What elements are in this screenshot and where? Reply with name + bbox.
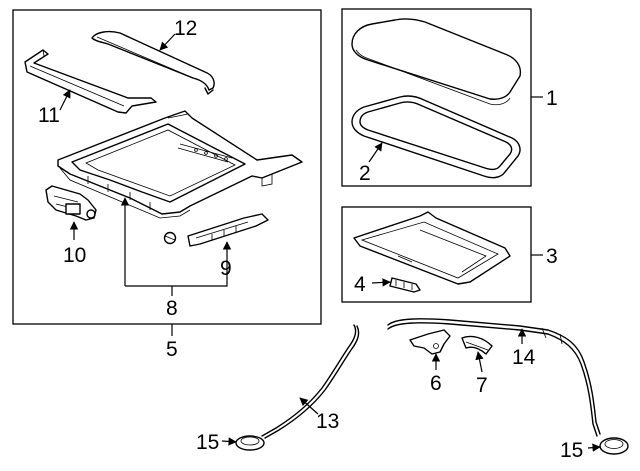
part-2-glass-seal[interactable] [351, 95, 521, 179]
callout-15-front: 15 [196, 431, 219, 454]
part-1-glass-panel[interactable] [351, 18, 522, 106]
callout-5: 5 [166, 338, 178, 361]
leader-2 [368, 142, 383, 163]
callout-12: 12 [174, 17, 197, 40]
leader-12 [159, 33, 176, 51]
part-6-bracket[interactable] [409, 329, 451, 355]
callout-2: 2 [359, 162, 371, 185]
part-3-sunshade[interactable] [353, 211, 511, 285]
part-14-drain-hose[interactable] [387, 318, 601, 437]
leader-15a [221, 437, 237, 446]
part-8-sunroof-frame[interactable] [57, 110, 303, 219]
part-4-handle[interactable] [389, 277, 421, 293]
part-11-wind-deflector[interactable] [24, 49, 157, 114]
part-12-rear-rail[interactable] [91, 30, 215, 95]
part-15-grommet-rear[interactable] [599, 437, 629, 455]
part-7-seal[interactable] [461, 335, 493, 355]
callout-3: 3 [546, 245, 558, 268]
callout-9: 9 [220, 257, 232, 280]
callout-4: 4 [354, 273, 366, 296]
leader-8b [125, 241, 232, 287]
callout-8: 8 [166, 297, 178, 320]
callout-11: 11 [38, 104, 60, 127]
leader-15b [587, 443, 601, 452]
part-13-drain-hose[interactable] [261, 324, 360, 439]
leader-7 [475, 351, 484, 373]
sunroof-frame-group-box [12, 9, 322, 325]
leader-11 [59, 89, 71, 111]
leader-13 [299, 397, 319, 415]
leader-4 [371, 278, 391, 287]
part-10-drive-motor[interactable] [45, 185, 97, 221]
callout-14: 14 [512, 346, 536, 369]
part-15-grommet-front[interactable] [235, 435, 265, 451]
callout-1: 1 [546, 87, 558, 110]
part-9-guide-bracket[interactable] [163, 213, 269, 247]
callout-6: 6 [430, 372, 442, 395]
callout-13: 13 [316, 410, 339, 433]
callout-15-rear: 15 [560, 439, 583, 462]
callout-7: 7 [476, 374, 488, 397]
callout-10: 10 [63, 244, 86, 267]
